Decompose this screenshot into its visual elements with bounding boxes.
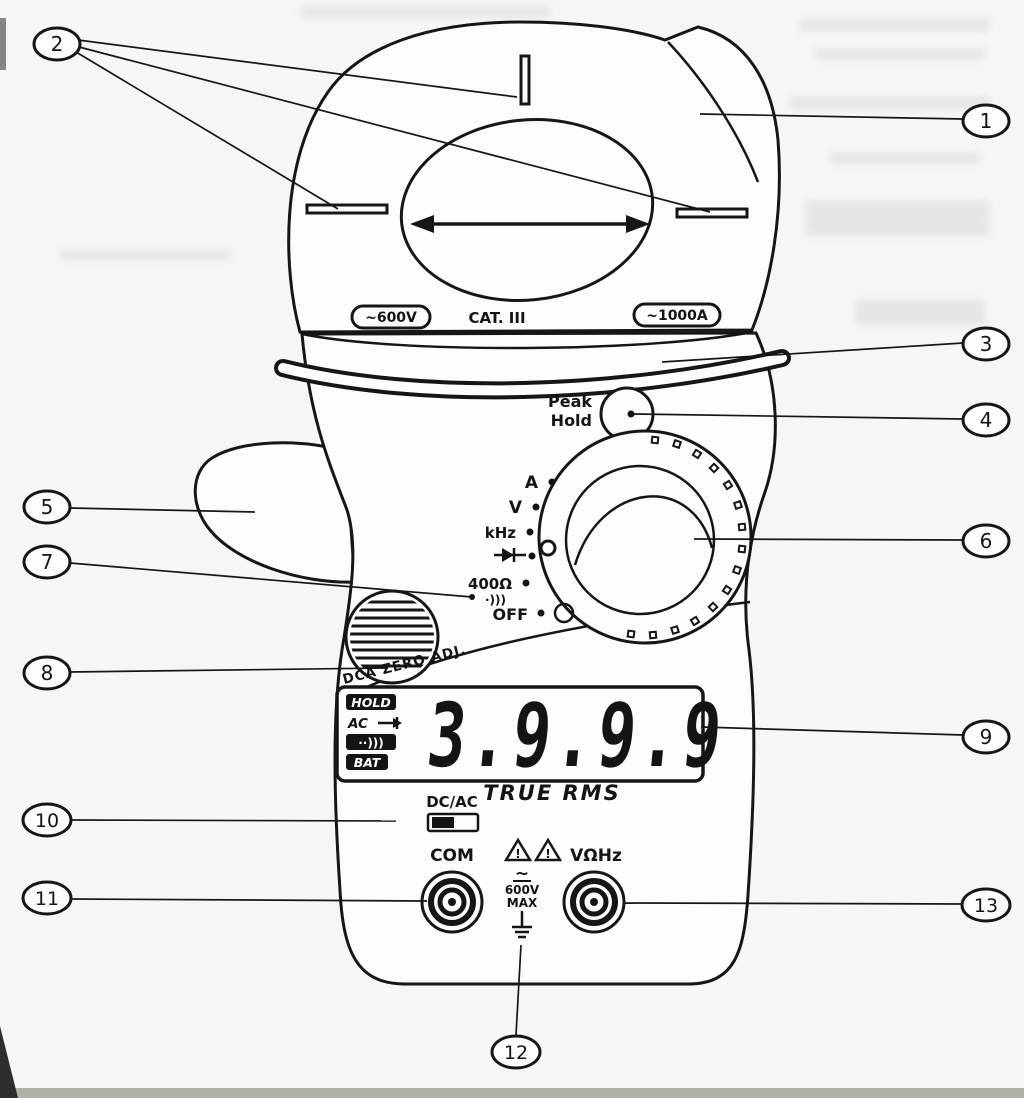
dial-label-khz: kHz	[485, 524, 517, 542]
jaw-seam-line	[667, 41, 760, 183]
callout-8: 8	[22, 655, 72, 691]
dial-label-volts: V	[509, 498, 523, 518]
max-label: MAX	[507, 896, 538, 910]
vohmhz-jack-label: VΩHz	[570, 846, 622, 866]
svg-text:12: 12	[504, 1042, 528, 1064]
leader-lines	[69, 39, 964, 1036]
svg-text:10: 10	[35, 810, 59, 832]
vohmhz-jack	[562, 870, 626, 934]
com-jack	[420, 870, 484, 934]
dial-knob	[564, 464, 716, 616]
diode-icon	[494, 548, 526, 562]
hand-guard	[274, 349, 791, 400]
ground-icon	[512, 911, 532, 939]
ac-dc-icon: ~	[365, 310, 377, 326]
dial-pointer-dot	[539, 539, 557, 557]
continuity-icon: ·)))	[485, 593, 506, 607]
svg-text:!: !	[545, 847, 550, 861]
scan-bottom-band	[0, 1088, 1024, 1098]
rotary-dial	[537, 429, 753, 645]
callout-1: 1	[961, 103, 1011, 139]
zero-adjust-knob	[344, 589, 440, 685]
lcd-annunciator-hold: HOLD	[351, 695, 390, 710]
callout-10: 10	[21, 802, 73, 838]
callout-12: 12	[490, 1034, 542, 1070]
callout-11: 11	[21, 880, 73, 916]
category-rating-label: CAT. III	[468, 309, 525, 327]
callout-4: 4	[961, 402, 1011, 438]
right-rating-label: 1000A	[658, 308, 708, 324]
svg-text:6: 6	[980, 529, 993, 553]
svg-text:~600V: ~600V	[365, 310, 417, 326]
dcac-slide-switch	[426, 812, 480, 833]
dial-label-amps: A	[525, 473, 539, 493]
callout-2: 2	[32, 26, 82, 62]
rating-badge-left: ~600V	[350, 304, 432, 330]
dial-label-ohms: 400Ω	[468, 575, 512, 593]
callout-5: 5	[22, 489, 72, 525]
svg-text:~1000A: ~1000A	[646, 308, 708, 324]
svg-text:5: 5	[41, 495, 54, 519]
ac-dc-icon: ~	[646, 308, 658, 324]
scan-edge-smudge	[0, 18, 6, 70]
lcd-annunciator-bat: BAT	[354, 755, 382, 770]
dial-label-off: OFF	[493, 605, 528, 624]
dial-position-labels: A V kHz 400Ω ·))) OFF	[468, 473, 575, 624]
callout-9: 9	[961, 719, 1011, 755]
lcd-display: HOLD AC ··))) BAT 3.9.9.9	[335, 685, 731, 788]
warning-icon: !	[503, 837, 533, 862]
alignment-mark-top	[519, 54, 531, 106]
true-rms-label: TRUE RMS	[483, 781, 620, 805]
dial-off-detent	[553, 602, 575, 624]
scan-corner-smudge	[0, 1026, 18, 1098]
svg-text:8: 8	[41, 661, 54, 685]
dial-knob-grip	[573, 495, 714, 566]
svg-text:13: 13	[974, 895, 998, 917]
svg-text:3: 3	[980, 332, 993, 356]
callout-3: 3	[961, 326, 1011, 362]
lcd-annunciator-ac: AC	[347, 716, 368, 732]
svg-text:7: 7	[41, 550, 54, 574]
svg-text:11: 11	[35, 888, 59, 910]
rating-badge-right: ~1000A	[632, 302, 722, 328]
lcd-digits: 3.9.9.9	[423, 686, 731, 788]
max-rating-column: ~ 600V MAX	[505, 864, 540, 939]
dcac-switch-label: DC/AC	[426, 793, 478, 811]
warning-icon: !	[533, 837, 563, 862]
conductor-arrow	[410, 215, 650, 233]
ratings-band-edge	[301, 330, 753, 350]
callout-13: 13	[960, 887, 1012, 923]
lcd-annunciator-continuity: ··)))	[358, 736, 384, 750]
dial-ticks	[626, 435, 747, 640]
callout-6: 6	[961, 523, 1011, 559]
svg-text:1: 1	[980, 109, 993, 133]
svg-text:2: 2	[51, 32, 64, 56]
ac-icon: ~	[515, 864, 529, 884]
scan-artifacts	[60, 6, 990, 326]
svg-text:9: 9	[980, 725, 993, 749]
max-voltage-label: 600V	[505, 883, 540, 897]
com-jack-label: COM	[430, 846, 474, 866]
ac-arrow-icon	[378, 717, 402, 729]
left-rating-label: 600V	[377, 310, 417, 326]
svg-text:!: !	[515, 847, 520, 861]
callout-7: 7	[22, 544, 72, 580]
alignment-mark-right	[675, 207, 749, 219]
svg-text:4: 4	[980, 408, 993, 432]
alignment-mark-left	[305, 203, 389, 215]
